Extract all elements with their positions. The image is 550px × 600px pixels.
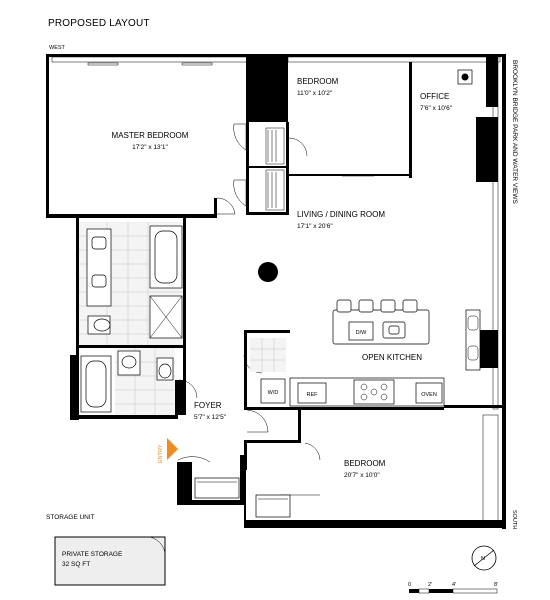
bedroom-south-size: 20'7" x 10'0" [344, 472, 380, 479]
entry-marker: ENTRY [158, 438, 178, 463]
bedroom-north-size: 11'0" x 10'2" [297, 90, 333, 97]
views-label: BROOKLYN BRIDGE PARK AND WATER VIEWS [511, 60, 518, 205]
foyer-name: FOYER [194, 401, 222, 410]
master-bedroom-size: 17'2" x 13'1" [132, 144, 168, 151]
open-kitchen-name: OPEN KITCHEN [362, 353, 422, 362]
bedroom-south: BEDROOM 20'7" x 10'0" [255, 459, 386, 518]
south-label: SOUTH [511, 510, 517, 529]
bedroom-north-name: BEDROOM [297, 77, 339, 86]
interior-walls [46, 62, 502, 525]
scale-tick-label: 8' [494, 582, 498, 588]
entry-label: ENTRY [158, 444, 164, 463]
scale-tick-label: 0 [408, 582, 411, 588]
entry-arrow-icon [167, 438, 178, 460]
foyer-size: 5'7" x 12'5" [194, 414, 227, 421]
storage-heading: STORAGE UNIT [46, 514, 95, 521]
column-icon [258, 262, 278, 282]
master-bathroom [79, 222, 183, 345]
oven-label: OVEN [421, 392, 437, 398]
exterior-walls [46, 54, 506, 529]
closet-shelves [265, 127, 285, 211]
living-dining-name: LIVING / DINING ROOM [297, 210, 385, 219]
column-icon [461, 73, 469, 81]
compass: N [471, 545, 497, 571]
compass-north-icon: N [481, 556, 485, 562]
master-bedroom: MASTER BEDROOM 17'2" x 13'1" [112, 131, 189, 151]
storage-unit: STORAGE UNIT PRIVATE STORAGE 32 SQ FT [46, 514, 166, 586]
page-title: PROPOSED LAYOUT [48, 18, 150, 29]
scale-bar: 0 2' 4' 8' [408, 582, 498, 594]
washer-dryer-label: W/D [268, 390, 279, 396]
scale-tick-label: 4' [452, 582, 456, 588]
storage-area: 32 SQ FT [62, 561, 90, 568]
living-dining-size: 17'1" x 20'6" [297, 223, 333, 230]
open-kitchen: D/W OPEN KITCHEN REF OVEN [289, 299, 481, 407]
office-name: OFFICE [420, 92, 449, 101]
master-bedroom-name: MASTER BEDROOM [112, 131, 189, 140]
refrigerator-label: REF [307, 392, 319, 398]
bedroom-north: BEDROOM 11'0" x 10'2" [297, 77, 339, 97]
dishwasher-label: D/W [356, 330, 368, 336]
entry-closet [194, 477, 240, 499]
bedroom-south-name: BEDROOM [344, 459, 386, 468]
office: OFFICE 7'6" x 10'6" [420, 69, 473, 112]
doors [177, 123, 374, 496]
west-label: WEST [49, 45, 66, 51]
second-bathroom [80, 348, 175, 415]
storage-name: PRIVATE STORAGE [62, 551, 123, 558]
foyer: FOYER 5'7" x 12'5" [194, 401, 227, 421]
living-dining-room: LIVING / DINING ROOM 17'1" x 20'6" [258, 210, 385, 282]
office-size: 7'6" x 10'6" [420, 105, 453, 112]
scale-tick-label: 2' [428, 582, 432, 588]
laundry: W/D [250, 338, 286, 404]
